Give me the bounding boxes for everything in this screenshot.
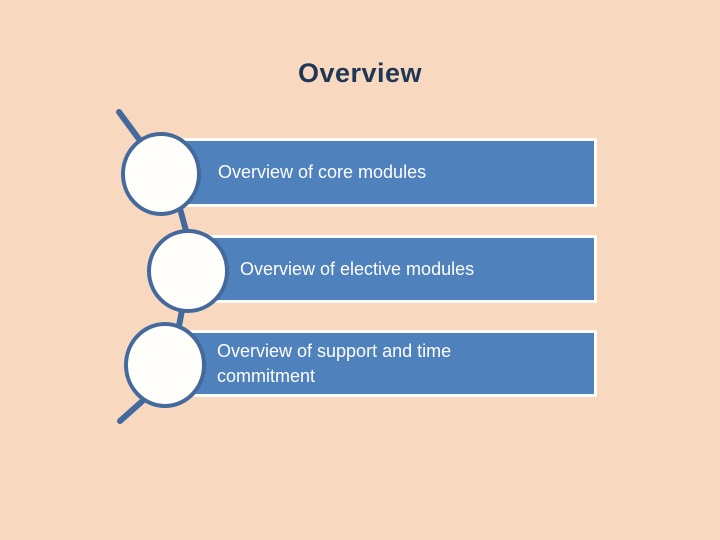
slide-title: Overview — [297, 58, 423, 88]
list-item-bar-core-modules: Overview of core modules — [170, 138, 597, 207]
list-item-bar-support-time: Overview of support and time commitment — [172, 330, 597, 397]
list-item-label: Overview of support and time commitment — [217, 340, 452, 386]
connector-tail-bottom-icon — [117, 394, 150, 424]
list-item-label: Overview of elective modules — [240, 258, 475, 279]
connector-segment-2-icon — [175, 302, 186, 334]
connector-segment-1-icon — [176, 202, 191, 241]
connector-tail-top-icon — [116, 109, 150, 153]
list-item-label: Overview of core modules — [218, 162, 427, 182]
list-item-bar-elective-modules: Overview of elective modules — [196, 235, 597, 303]
